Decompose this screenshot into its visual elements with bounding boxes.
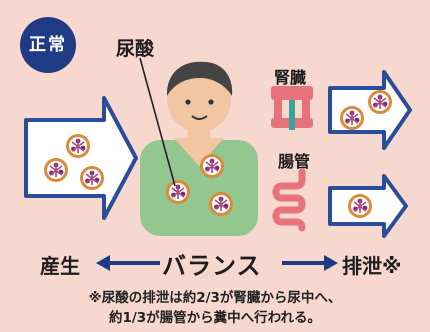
face — [167, 68, 231, 132]
intestine-icon — [272, 168, 306, 232]
footnote-line-1: ※尿酸の排泄は約2/3が腎臓から尿中へ、 — [88, 290, 342, 306]
uric-acid-pointer — [139, 57, 176, 187]
normal-badge-label: 正常 — [29, 35, 67, 55]
kidney-excretion-arrow — [328, 70, 412, 150]
uric-particle — [208, 191, 234, 217]
uric-acid-label: 尿酸 — [116, 38, 155, 60]
production-arrow — [24, 96, 138, 220]
uric-particle — [339, 105, 365, 131]
uric-particle — [65, 133, 91, 159]
balance-arrows — [96, 255, 338, 271]
normal-badge-circle — [20, 17, 76, 73]
person-figure — [139, 57, 258, 236]
footnote-line-2: 約1/3が腸管から糞中へ行われる。 — [108, 310, 322, 326]
uric-particle — [347, 193, 373, 219]
hair — [166, 61, 233, 96]
kidney-icon — [271, 86, 313, 130]
uric-particle — [165, 179, 191, 205]
excretion-label: 排泄※ — [342, 254, 402, 278]
uric-particle — [367, 89, 393, 115]
intestine-excretion-arrow — [328, 174, 408, 238]
uric-particle — [43, 157, 69, 183]
production-label: 産生 — [40, 254, 80, 278]
uric-particle — [79, 165, 105, 191]
intestine-label: 腸管 — [278, 152, 311, 171]
uric-particle — [199, 153, 225, 179]
balance-label: バランス — [162, 252, 262, 280]
kidney-label: 腎臓 — [274, 68, 307, 87]
